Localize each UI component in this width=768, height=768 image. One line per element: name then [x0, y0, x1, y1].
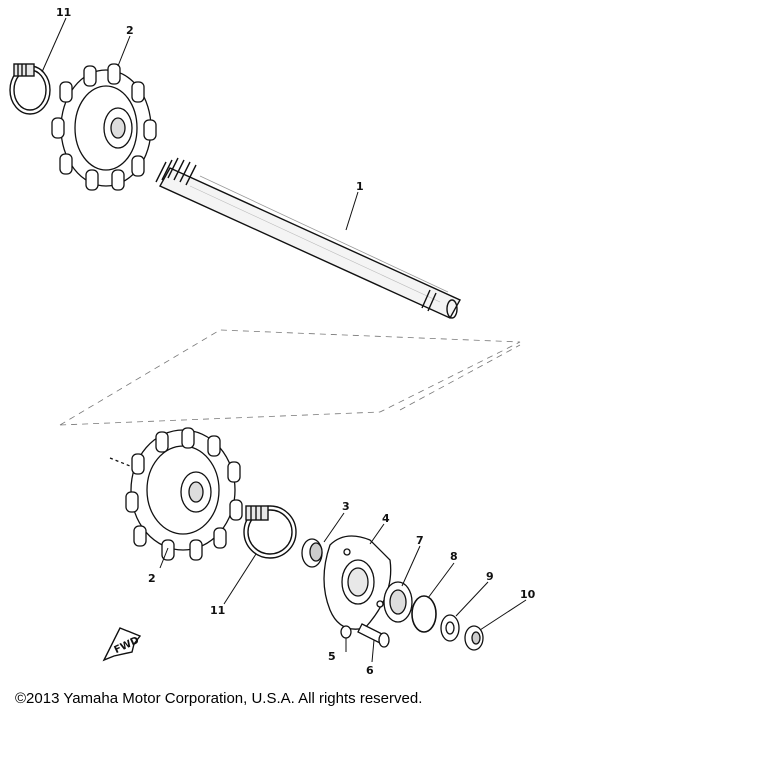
- callout-1: 1: [356, 180, 364, 193]
- circlip: [411, 595, 437, 633]
- sprocket-upper: [51, 63, 157, 191]
- spring-washer: [340, 625, 352, 639]
- callout-6: 6: [366, 664, 374, 677]
- callout-7: 7: [416, 534, 424, 547]
- callout-4: 4: [382, 512, 390, 525]
- callout-11-lower: 11: [210, 604, 225, 617]
- callout-3: 3: [342, 500, 350, 513]
- clamp-upper: [9, 63, 51, 115]
- bearing-housing: [323, 535, 392, 630]
- sprocket-lower: [109, 427, 243, 561]
- clamp-lower: [243, 505, 297, 559]
- reference-plane: [59, 329, 521, 426]
- callout-11-upper: 11: [56, 6, 71, 19]
- callout-5: 5: [328, 650, 336, 663]
- callout-9: 9: [486, 570, 494, 583]
- callout-10: 10: [520, 588, 536, 601]
- callout-2-lower: 2: [148, 572, 156, 585]
- washer: [440, 614, 460, 642]
- bearing: [383, 581, 413, 623]
- drive-shaft: [155, 157, 461, 319]
- bolt: [357, 623, 390, 648]
- seal: [301, 538, 323, 568]
- copyright-notice: ©2013 Yamaha Motor Corporation, U.S.A. A…: [15, 690, 423, 707]
- callout-2-upper: 2: [126, 24, 134, 37]
- fwd-arrow-icon: FWD: [102, 627, 142, 662]
- nut: [464, 625, 484, 651]
- leader-lines: [41, 17, 527, 663]
- callout-8: 8: [450, 550, 458, 563]
